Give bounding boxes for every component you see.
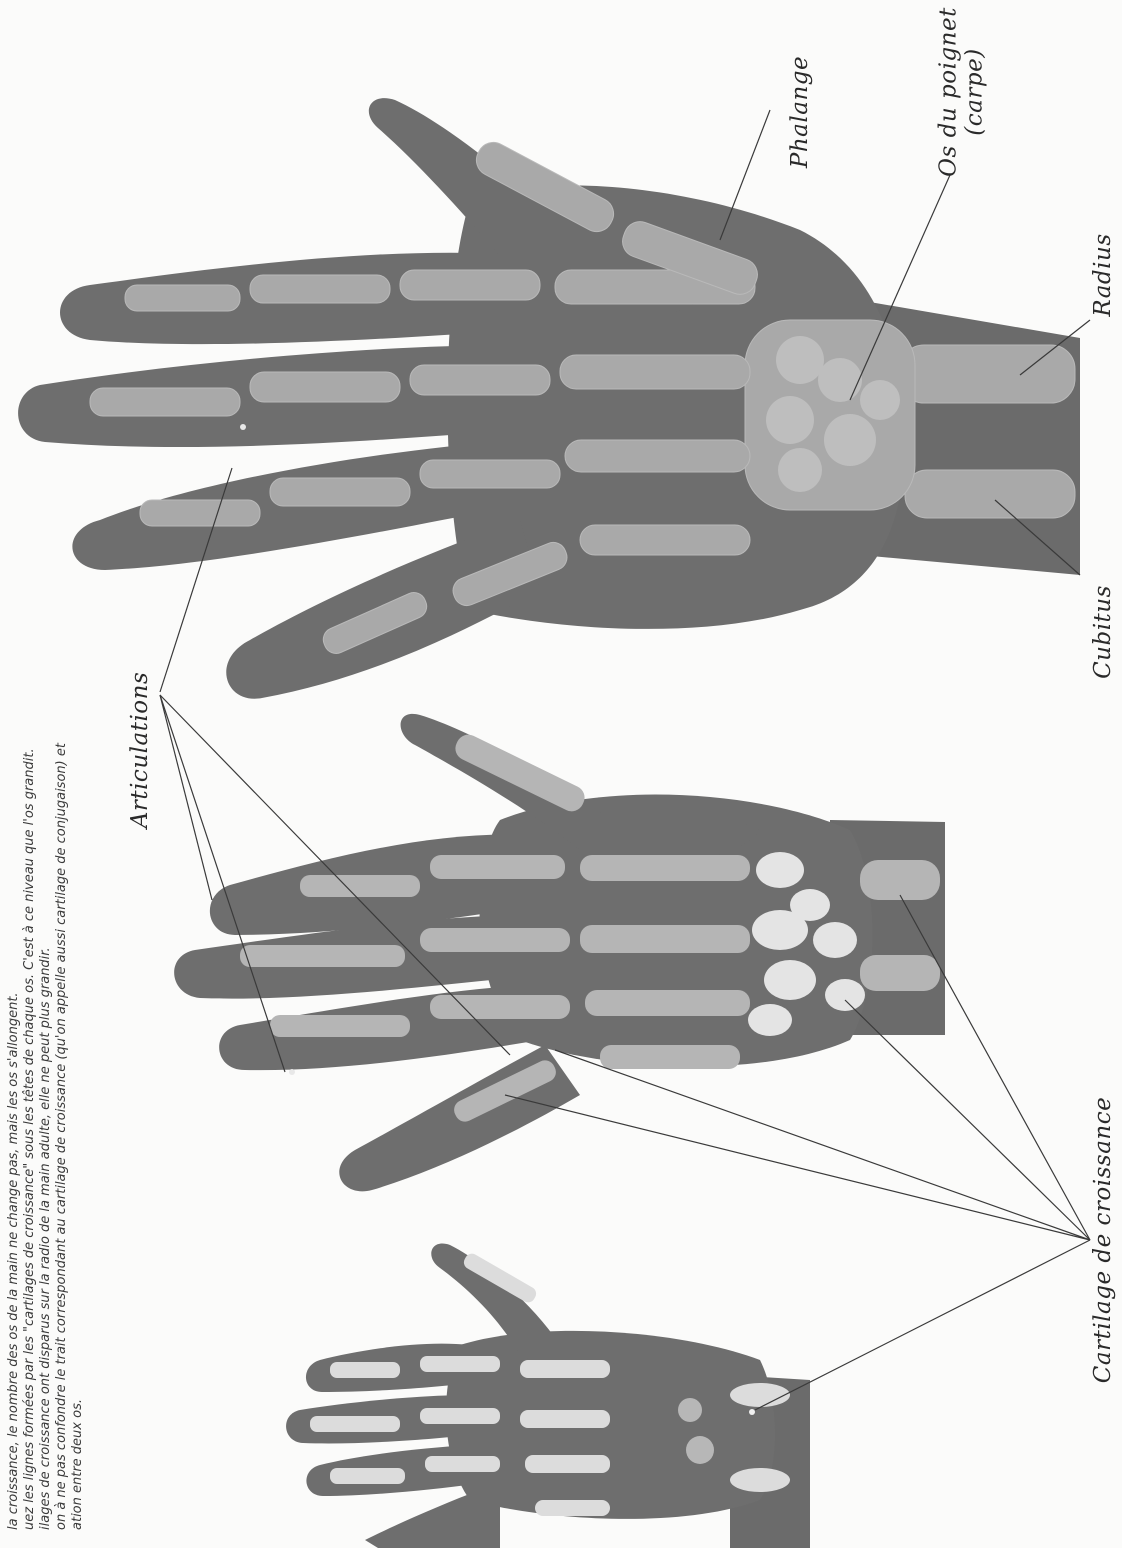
caption-line: ilages de croissance ont disparus sur la… <box>38 530 54 1530</box>
leader-cartilage-child-2 <box>845 1000 1090 1240</box>
label-cubitus: Cubitus <box>1090 585 1116 679</box>
label-radius: Radius <box>1090 233 1116 316</box>
caption-line: la croissance, le nombre des os de la ma… <box>6 530 22 1530</box>
leader-articulations-child-2 <box>160 695 212 900</box>
label-carpe: (carpe) <box>962 7 988 177</box>
label-articulations: Articulations <box>127 672 153 829</box>
caption-line: ation entre deux os. <box>70 530 86 1530</box>
young-child-hand-xray <box>286 1244 810 1548</box>
child-hand-xray <box>174 714 945 1191</box>
caption-line: uez les lignes formées par les "cartilag… <box>22 530 38 1530</box>
caption-line: on à ne pas confondre le trait correspon… <box>54 530 70 1530</box>
leader-cartilage-child-1 <box>555 1050 1090 1240</box>
caption-text: la croissance, le nombre des os de la ma… <box>6 530 86 1530</box>
leader-cartilage-child-3 <box>900 895 1090 1240</box>
leader-cartilage-young <box>755 1240 1090 1410</box>
label-cartilage-de-croissance: Cartilage de croissance <box>1090 1097 1116 1383</box>
label-phalange: Phalange <box>787 56 813 168</box>
adult-hand-xray <box>18 98 1080 699</box>
label-os-du-poignet: Os du poignet (carpe) <box>936 7 989 177</box>
leader-cartilage-child-4 <box>505 1095 1090 1240</box>
label-os-du-poignet-line1: Os du poignet <box>936 7 962 177</box>
